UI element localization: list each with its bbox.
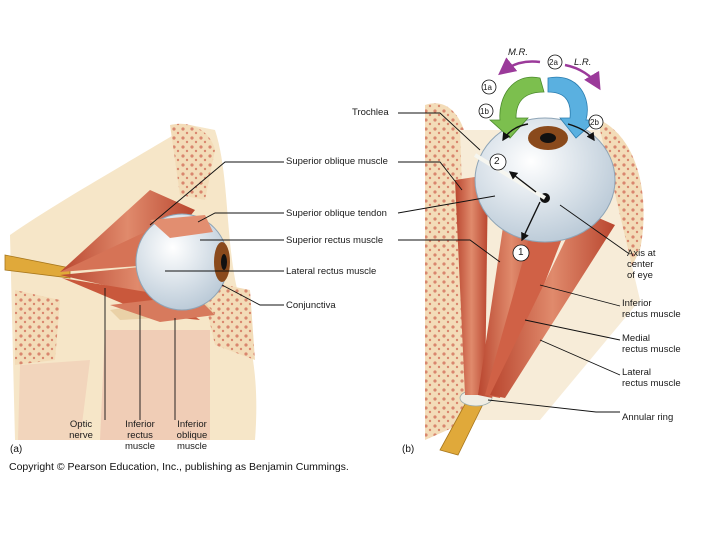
label-inferior-rectus-muscle-a: Inferior rectus muscle — [124, 419, 156, 452]
label-superior-rectus-muscle: Superior rectus muscle — [286, 235, 384, 246]
maxillary-sinus — [100, 330, 210, 440]
optic-nerve — [4, 254, 71, 279]
eyeball-b — [474, 117, 616, 243]
marker-2b — [588, 114, 604, 130]
label-inferior-oblique-muscle: Inferior oblique muscle — [176, 419, 208, 452]
marker-1 — [512, 244, 530, 262]
blue-rotation-arrow — [547, 76, 598, 139]
orbit-roof-bone — [170, 123, 215, 200]
superior-rectus-muscle-shape-b — [485, 200, 575, 398]
label-annular-ring: Annular ring — [622, 412, 674, 423]
label-superior-oblique-tendon: Superior oblique tendon — [286, 208, 387, 219]
panel-a-drawing — [4, 123, 257, 440]
marker-2a — [547, 54, 563, 70]
marker-1a-text: 1a — [483, 83, 492, 92]
marker-1a — [481, 79, 497, 95]
panel-a-letter: (a) — [10, 444, 23, 455]
label-lr: L.R. — [574, 57, 592, 68]
lr-purple-arrow — [564, 63, 601, 91]
mr-purple-arrow — [498, 57, 541, 76]
copyright-notice: Copyright © Pearson Education, Inc., pub… — [9, 461, 349, 473]
panel-b-letter: (b) — [402, 444, 415, 455]
label-lateral-rectus-muscle-b: Lateral rectus muscle — [622, 367, 681, 389]
lateral-rectus-muscle-shape-b — [490, 210, 615, 398]
label-trochlea: Trochlea — [352, 107, 389, 118]
marker-2a-text: 2a — [549, 58, 558, 67]
panel-a-leaders — [104, 161, 284, 420]
marker-2-text: 2 — [494, 156, 500, 167]
label-conjunctiva: Conjunctiva — [286, 300, 336, 311]
label-axis-center: Axis at center of eye — [627, 248, 656, 281]
marker-2 — [489, 153, 507, 171]
maxilla-bone — [200, 280, 255, 360]
ethmoid-bone — [15, 290, 60, 365]
marker-1-text: 1 — [518, 247, 524, 258]
medial-rectus-muscle-shape — [455, 175, 488, 395]
marker-1b-text: 1b — [480, 107, 489, 116]
label-inferior-rectus-muscle-b: Inferior rectus muscle — [622, 298, 681, 320]
marker-1b — [478, 103, 494, 119]
label-mr: M.R. — [508, 47, 529, 58]
marker-2b-text: 2b — [590, 118, 599, 127]
label-medial-rectus-muscle: Medial rectus muscle — [622, 333, 681, 355]
label-optic-nerve: Optic nerve — [69, 419, 93, 441]
label-superior-oblique-muscle: Superior oblique muscle — [286, 156, 388, 167]
panel-b-drawing — [425, 54, 644, 456]
label-lateral-rectus-muscle-a: Lateral rectus muscle — [286, 266, 377, 277]
panel-b-leaders — [397, 112, 629, 413]
superior-oblique-muscle-shape — [60, 190, 195, 272]
